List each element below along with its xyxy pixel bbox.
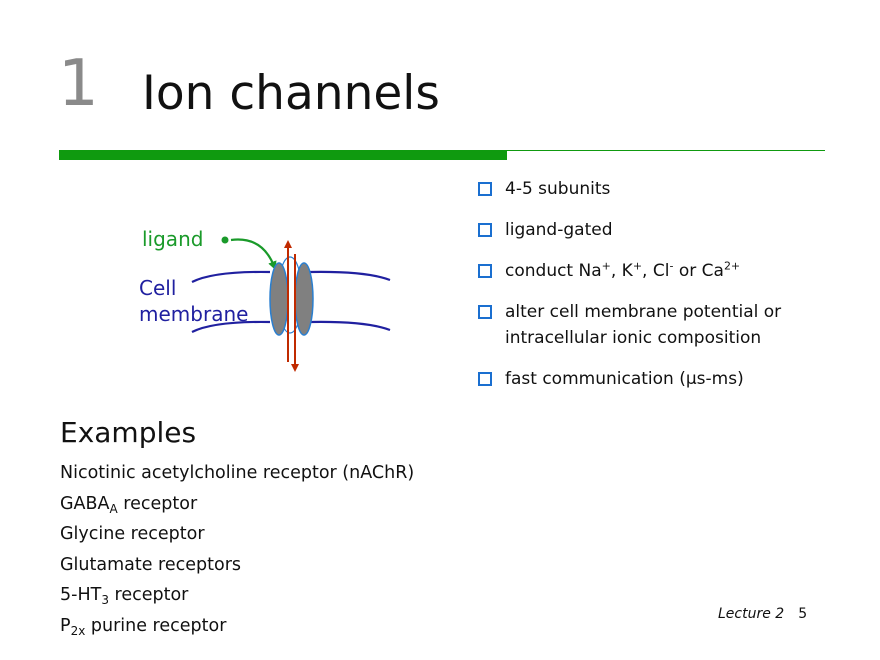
ion-channel-diagram: ligand Cell membrane [139, 227, 391, 372]
square-bullet-icon [478, 182, 492, 196]
example-text: Nicotinic acetylcholine receptor (nAChR) [60, 463, 415, 483]
slide-number: 1 [58, 47, 99, 121]
example-text-part: purine receptor [85, 615, 227, 636]
example-text-part: 5-HT [60, 585, 102, 605]
bullet-list: 4-5 subunits ligand-gated conduct Na+, K… [478, 176, 868, 407]
title-rule-thick [59, 150, 507, 160]
footer-page-number: 5 [798, 606, 808, 622]
bullet-text-part: , K [610, 261, 633, 281]
bullet-text-part: fast communication ( [505, 369, 686, 389]
ligand-label: ligand [142, 227, 203, 251]
example-text: Glutamate receptors [60, 554, 242, 575]
footer-lecture: Lecture 2 [718, 606, 785, 622]
example-text-part: receptor [108, 585, 189, 605]
membrane-lower-right [309, 320, 391, 332]
examples-list: Nicotinic acetylcholine receptor (nAChR)… [60, 458, 414, 641]
ligand-binding-arrow [230, 238, 277, 271]
membrane-label-line1: Cell [139, 276, 176, 300]
channel-subunit-right [295, 263, 313, 335]
bullet-item: alter cell membrane potential or intrace… [478, 299, 868, 351]
bullet-item: fast communication (μs-ms) [478, 366, 868, 392]
bullet-superscript: 2+ [723, 259, 741, 273]
bullet-text-line: alter cell membrane potential or [505, 302, 782, 322]
bullet-item: ligand-gated [478, 217, 868, 243]
square-bullet-icon [478, 372, 492, 386]
channel-subunit-left [270, 263, 288, 335]
example-item: Glutamate receptors [60, 550, 414, 581]
bullet-item: 4-5 subunits [478, 176, 868, 202]
example-text-part: GABA [60, 493, 110, 514]
example-item: GABAA receptor [60, 489, 414, 520]
example-item: Glycine receptor [60, 519, 414, 550]
example-text-part: P [60, 615, 71, 636]
square-bullet-icon [478, 264, 492, 278]
example-subscript: 2x [70, 623, 86, 638]
bullet-text-part: s-ms) [696, 369, 744, 389]
bullet-text-part: , Cl [642, 261, 670, 281]
title-rule-thin [507, 150, 825, 151]
bullet-text: 4-5 subunits [505, 179, 611, 199]
example-item: Nicotinic acetylcholine receptor (nAChR) [60, 458, 414, 489]
membrane-lower-left [191, 320, 271, 333]
square-bullet-icon [478, 305, 492, 319]
bullet-item: conduct Na+, K+, Cl- or Ca2+ [478, 258, 868, 284]
bullet-superscript: - [669, 259, 674, 273]
example-text-part: receptor [117, 493, 198, 514]
bullet-superscript: + [632, 259, 643, 273]
example-item: P2x purine receptor [60, 611, 414, 642]
example-subscript: A [109, 501, 118, 516]
bullet-superscript: + [601, 259, 611, 273]
square-bullet-icon [478, 223, 492, 237]
membrane-label-line2: membrane [139, 302, 248, 326]
examples-heading: Examples [60, 416, 197, 449]
bullet-text-line: intracellular ionic composition [505, 328, 762, 348]
bullet-text-part: conduct Na [505, 261, 602, 281]
membrane-upper-right [309, 270, 391, 282]
example-subscript: 3 [101, 593, 109, 607]
bullet-text: ligand-gated [505, 220, 613, 240]
slide-footer: Lecture 2 5 [718, 604, 807, 624]
example-item: 5-HT3 receptor [60, 580, 414, 611]
example-text: Glycine receptor [60, 524, 205, 544]
membrane-upper-left [191, 270, 271, 283]
slide-title: Ion channels [142, 66, 440, 121]
ligand-dot [221, 236, 229, 244]
micro-symbol: μ [685, 369, 697, 389]
bullet-text-part: or Ca [673, 261, 724, 281]
